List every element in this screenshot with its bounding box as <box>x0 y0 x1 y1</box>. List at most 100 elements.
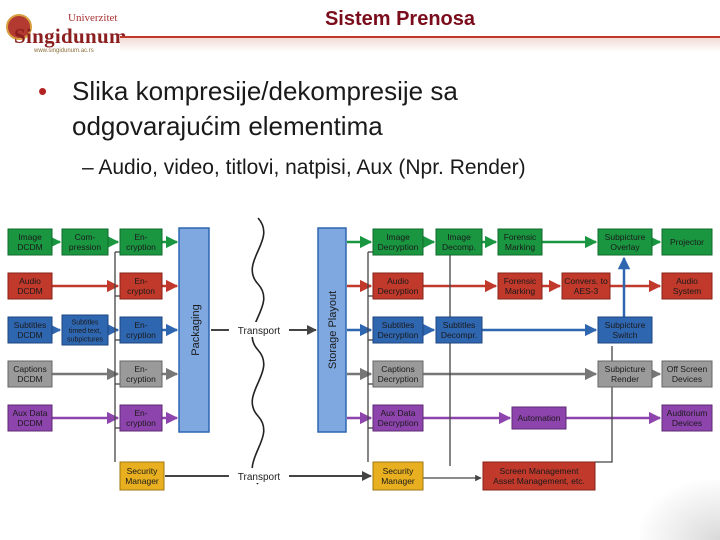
box-label-line: Marking <box>505 286 536 296</box>
box-label-line: cryption <box>126 374 156 384</box>
subpicture-overlay-box <box>597 228 653 256</box>
box-label-line: Captions <box>381 364 415 374</box>
transport-diagram: Transport Transport Packaging Storage Pl… <box>7 217 713 491</box>
box-label-line: Subpicture <box>605 364 646 374</box>
image-decomp-box <box>435 228 483 256</box>
box-label-line: cryption <box>126 330 156 340</box>
box-label-line: Audio <box>387 276 409 286</box>
box-label-line: Decryption <box>378 242 419 252</box>
projector-text: Projector <box>670 237 704 247</box>
box-label-line: Decryption <box>378 330 419 340</box>
bullet-line-1: Slika kompresije/dekompresije sa <box>72 76 458 106</box>
slide-title-text: Sistem Prenosa <box>324 8 476 30</box>
box-label-line: Manager <box>125 476 159 486</box>
automation-box <box>511 406 567 430</box>
box-label-line: Decomp. <box>442 242 476 252</box>
audio-forensic-box <box>497 272 543 300</box>
automation-text: Automation <box>518 413 561 423</box>
projector-box <box>661 228 713 256</box>
transport-label-1: Transport <box>238 326 281 337</box>
box-label-line: Marking <box>505 242 536 252</box>
box-label-line: timed text, <box>69 328 101 335</box>
box-label-line: DCDM <box>17 330 43 340</box>
box-label-line: AES-3 <box>574 286 599 296</box>
image-encryption-text: En-cryption <box>126 232 156 252</box>
box-label-line: crypton <box>127 286 155 296</box>
box-label-line: Com- <box>75 232 96 242</box>
packaging-bar <box>178 227 210 433</box>
title-rule <box>120 36 720 52</box>
box-label-line: En- <box>134 232 147 242</box>
captions-encryption-box <box>119 360 163 388</box>
box-label-line: DCDM <box>17 242 43 252</box>
box-label-line: Image <box>386 232 410 242</box>
aux-encryption-box <box>119 404 163 432</box>
captions-encryption-text: En-cryption <box>126 364 156 384</box>
logo-url: www.singidunum.ac.rs <box>34 48 94 54</box>
subtitles-decompr-box <box>435 316 483 344</box>
audio-encryption-box <box>119 272 163 300</box>
box-label-line: Off Screen <box>667 364 708 374</box>
box-label-line: cryption <box>126 418 156 428</box>
transport-label-bg-1 <box>229 322 289 337</box>
subtitles-dcdm-box <box>7 316 53 344</box>
convert-aes-box <box>561 272 611 300</box>
aux-decryption-box <box>372 404 424 432</box>
subtitles-encryption-box <box>119 316 163 344</box>
box-label-line: Forensic <box>504 232 537 242</box>
box-label-line: Asset Management, etc. <box>493 476 585 486</box>
transport-label-bg-2 <box>229 468 289 483</box>
box-label-line: Decompr. <box>441 330 477 340</box>
screen-management-box <box>482 461 596 491</box>
packaging-label: Packaging <box>190 304 202 355</box>
off-screen-devices-box <box>661 360 713 388</box>
box-label-line: Projector <box>670 237 704 247</box>
transport-label-2: Transport <box>238 472 281 483</box>
box-label-line: Devices <box>672 418 702 428</box>
security-manager-right-box <box>372 461 424 491</box>
box-label-line: En- <box>134 320 147 330</box>
box-label-line: subpictures <box>67 337 103 344</box>
logo-line1: Univerzitet <box>68 12 118 24</box>
box-label-line: Image <box>447 232 471 242</box>
audio-dcdm-box <box>7 272 53 300</box>
box-label-line: DCDM <box>17 286 43 296</box>
box-label-line: Subtitles <box>443 320 476 330</box>
box-label-line: Convers. to <box>564 276 608 286</box>
box-label-line: Auditorium <box>667 408 708 418</box>
image-dcdm-box <box>7 228 53 256</box>
aux-encryption-text: En-cryption <box>126 408 156 428</box>
box-label-line: Subpicture <box>605 232 646 242</box>
box-label-line: Aux Data <box>381 408 416 418</box>
box-label-line: Manager <box>381 476 415 486</box>
storage-playout-bar <box>317 227 347 433</box>
box-label-line: Overlay <box>610 242 640 252</box>
box-label-line: Decryption <box>378 418 419 428</box>
image-encryption-box <box>119 228 163 256</box>
captions-decryption-box <box>372 360 424 388</box>
box-label-line: Image <box>18 232 42 242</box>
box-label-line: Subtitles <box>14 320 47 330</box>
audio-decryption-box <box>372 272 424 300</box>
image-decryption-box <box>372 228 424 256</box>
seal-icon <box>6 14 32 40</box>
audio-encryption-text: En-crypton <box>127 276 155 296</box>
subpicture-render-box <box>597 360 653 388</box>
logo-line2: Singidunum <box>14 24 127 48</box>
box-label-line: En- <box>134 276 147 286</box>
box-label-line: Audio <box>676 276 698 286</box>
